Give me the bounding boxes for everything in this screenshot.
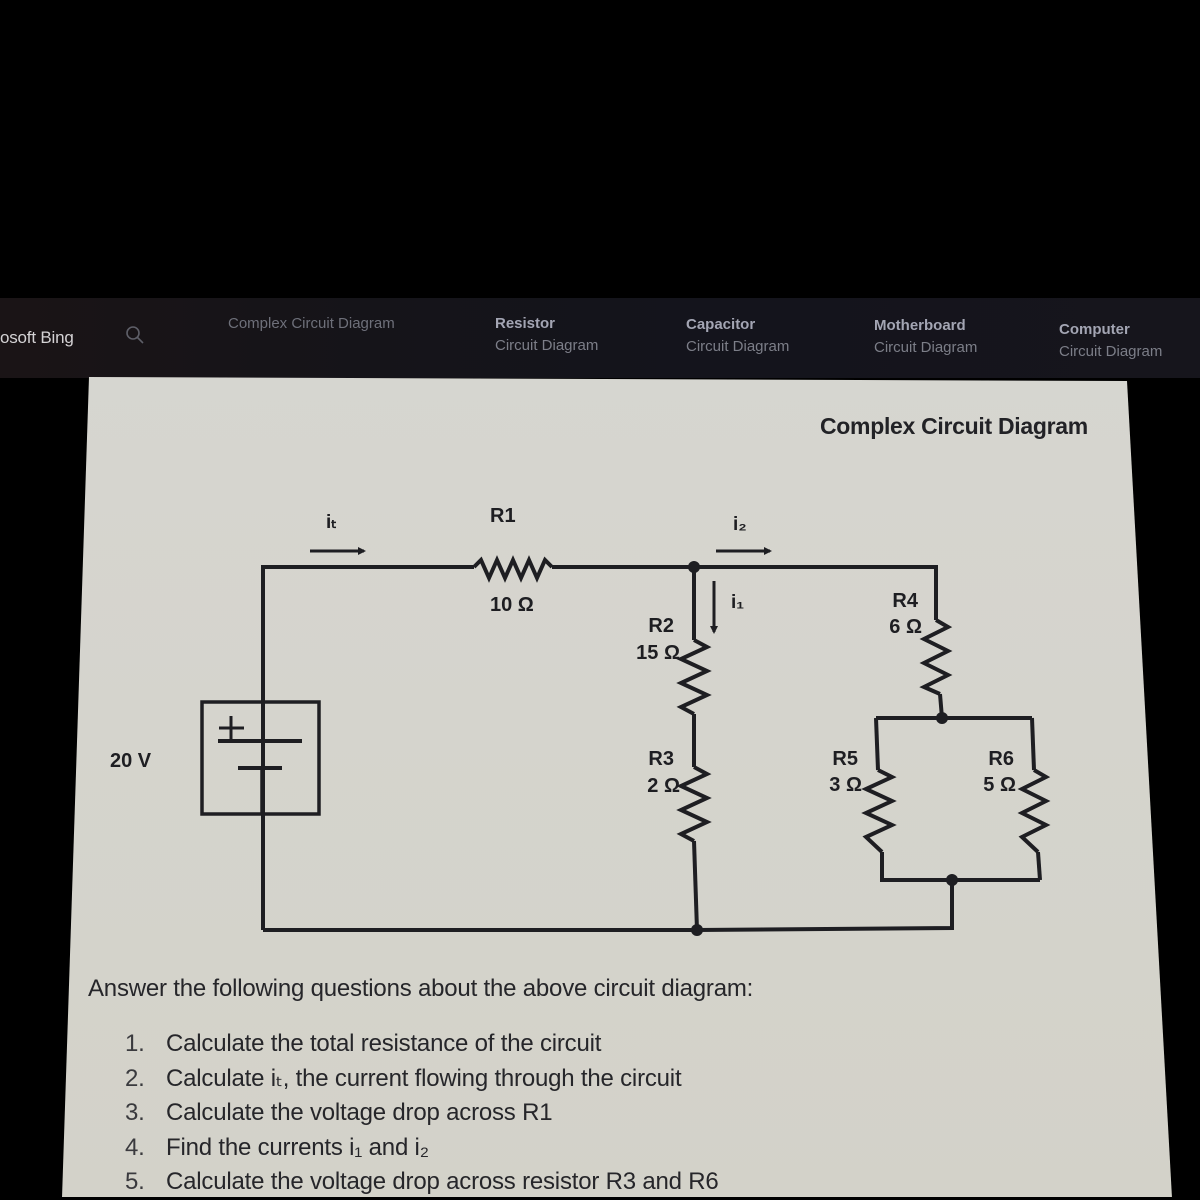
nav-item-title: Resistor xyxy=(495,315,556,332)
r5-value: 3 Ω xyxy=(829,774,862,796)
r4-name: R4 xyxy=(892,590,918,612)
question-item: 3. Calculate the voltage drop across R1 xyxy=(125,1096,719,1131)
current-it-label: iₜ xyxy=(326,512,337,533)
nav-item-title: Capacitor xyxy=(686,316,756,333)
question-text: Calculate iₜ, the current flowing throug… xyxy=(166,1064,682,1092)
r3-value: 2 Ω xyxy=(647,775,680,797)
questions-prompt: Answer the following questions about the… xyxy=(88,975,754,1002)
question-text: Calculate the voltage drop across resist… xyxy=(166,1168,719,1195)
question-number: 5. xyxy=(125,1168,145,1195)
nav-item-subtitle: Circuit Diagram xyxy=(1059,343,1163,360)
resistor-r3 xyxy=(676,765,712,843)
question-text: Calculate the total resistance of the ci… xyxy=(166,1030,602,1057)
photo-bottom-border xyxy=(0,1197,1200,1200)
nav-item-subtitle: Circuit Diagram xyxy=(874,339,978,356)
r1-name: R1 xyxy=(490,505,516,527)
search-icon[interactable] xyxy=(124,324,146,346)
question-item: 5. Calculate the voltage drop across resi… xyxy=(125,1165,719,1200)
nav-related-motherboard[interactable]: Motherboard Circuit Diagram xyxy=(874,315,977,359)
resistor-r2 xyxy=(676,638,712,716)
r2-name: R2 xyxy=(648,615,674,637)
r6-value: 5 Ω xyxy=(983,774,1016,796)
wire-top-left xyxy=(261,565,474,930)
r5-name: R5 xyxy=(832,748,858,770)
nav-related-resistor[interactable]: Resistor Circuit Diagram xyxy=(495,313,598,357)
resistor-r5 xyxy=(861,768,897,854)
question-text: Find the currents i₁ and i₂ xyxy=(166,1133,429,1161)
r4-value: 6 Ω xyxy=(889,616,922,638)
resistor-r4 xyxy=(919,618,953,696)
r1-value: 10 Ω xyxy=(490,594,534,616)
question-number: 3. xyxy=(125,1099,145,1126)
nav-related-capacitor[interactable]: Capacitor Circuit Diagram xyxy=(686,314,789,358)
nav-item-title: Computer xyxy=(1059,321,1130,338)
node-top xyxy=(688,561,700,573)
node-r4-junction xyxy=(936,712,948,724)
bing-navbar xyxy=(0,298,1200,378)
current-i2-label: i₂ xyxy=(733,514,747,535)
r3-name: R3 xyxy=(648,748,674,770)
question-item: 2. Calculate iₜ, the current flowing thro… xyxy=(125,1062,719,1097)
wire-top-right xyxy=(552,565,938,620)
question-item: 1. Calculate the total resistance of the … xyxy=(125,1027,719,1062)
diagram-title: Complex Circuit Diagram xyxy=(820,413,1088,439)
question-text: Calculate the voltage drop across R1 xyxy=(166,1099,553,1126)
question-item: 4. Find the currents i₁ and i₂ xyxy=(125,1131,719,1166)
wire-r6-top xyxy=(1030,717,1036,771)
photo-dark-border xyxy=(0,0,1200,298)
r6-name: R6 xyxy=(988,748,1014,770)
questions-list: 1. Calculate the total resistance of the … xyxy=(125,1027,719,1200)
question-number: 1. xyxy=(125,1030,145,1057)
wire-r6-bottom xyxy=(1036,851,1042,881)
r2-value: 15 Ω xyxy=(636,642,680,664)
question-number: 2. xyxy=(125,1064,145,1092)
node-parallel-bottom xyxy=(946,874,958,886)
brand-logo-text[interactable]: osoft Bing xyxy=(0,328,74,347)
resistor-r1 xyxy=(472,555,554,583)
question-number: 4. xyxy=(125,1133,145,1161)
nav-related-computer[interactable]: Computer Circuit Diagram xyxy=(1059,319,1162,363)
node-bottom xyxy=(691,924,703,936)
source-voltage-label: 20 V xyxy=(110,750,152,772)
nav-item-title: Motherboard xyxy=(874,317,966,334)
resistor-r6 xyxy=(1017,768,1051,854)
nav-item-label: Complex Circuit Diagram xyxy=(228,315,395,332)
wire-r5-top xyxy=(874,717,880,771)
wire-bottom-right xyxy=(696,880,954,932)
nav-related-complex-circuit[interactable]: Complex Circuit Diagram xyxy=(228,313,395,335)
nav-item-subtitle: Circuit Diagram xyxy=(495,337,599,354)
wire-r5-bottom xyxy=(880,852,1040,882)
current-i1-label: i₁ xyxy=(731,592,745,613)
wire-r3-bottom xyxy=(692,840,699,931)
nav-item-subtitle: Circuit Diagram xyxy=(686,338,790,355)
